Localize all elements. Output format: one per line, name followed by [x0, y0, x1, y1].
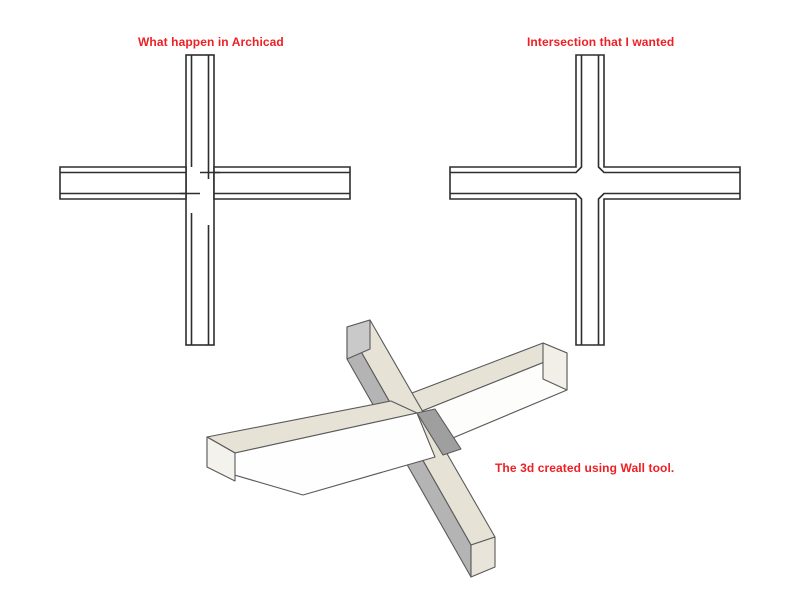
desired-cross-plan-figure — [449, 54, 741, 346]
beam-intersection-shadow — [416, 408, 462, 456]
label-what-happen-in-archicad: What happen in Archicad — [138, 35, 284, 49]
archicad-cross-horizontal-wall — [59, 166, 351, 200]
archicad-cross-plan-figure — [59, 54, 351, 346]
label-intersection-that-i-wanted: Intersection that I wanted — [527, 35, 675, 49]
desired-cross-inner-skins — [450, 55, 740, 345]
desired-cross-outline — [449, 54, 741, 346]
wall-tool-3d-model-figure — [195, 305, 575, 590]
beam-horizontal-back — [390, 342, 568, 454]
archicad-cross-vertical-wall — [185, 54, 215, 346]
label-the-3d-created-using-wall-tool: The 3d created using Wall tool. — [495, 461, 675, 475]
beam-horizontal-front — [206, 400, 436, 496]
